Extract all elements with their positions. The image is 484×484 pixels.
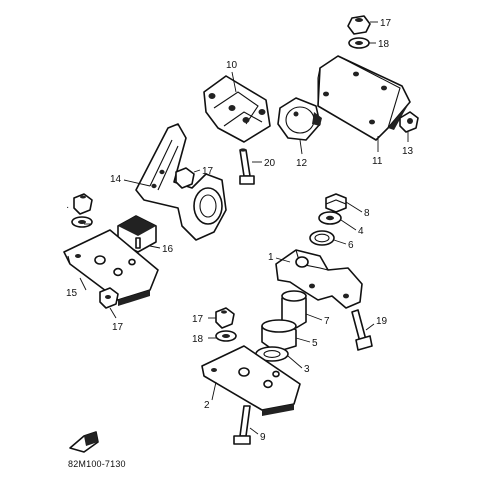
part-6-washer [309, 230, 335, 246]
part-18-washer-top [348, 37, 370, 49]
part-5-bushing [261, 319, 297, 353]
part-9-bolt [233, 405, 251, 445]
front-direction-arrow-icon [69, 431, 99, 453]
part-4-washer [318, 211, 342, 225]
callout-8: 8 [364, 208, 370, 219]
part-12-damper [277, 97, 322, 141]
part-17-nut-upper-left [175, 167, 195, 189]
callout-15: 15 [66, 288, 78, 299]
part-14-bracket [135, 123, 227, 241]
callout-17-lower-left: 17 [112, 322, 124, 333]
callout-3: 3 [304, 364, 310, 375]
callout-17-top: 17 [380, 18, 392, 29]
part-18-washer-center [215, 330, 237, 342]
part-19-bolt [351, 309, 373, 351]
callout-17-center: 17 [192, 314, 204, 325]
callout-18-top: 18 [378, 39, 390, 50]
part-16-rubber-mount [117, 215, 157, 253]
callout-1: 1 [268, 252, 274, 263]
part-17-nut-top [347, 15, 371, 35]
callout-2: 2 [204, 400, 210, 411]
callout-11: 11 [372, 156, 383, 167]
part-18-washer-left [71, 216, 93, 228]
callout-9: 9 [260, 432, 266, 443]
part-10-bracket [203, 75, 271, 143]
callout-6: 6 [348, 240, 354, 251]
part-17-nut-center [215, 307, 235, 329]
callout-14: 14 [110, 174, 122, 185]
callout-4: 4 [358, 226, 364, 237]
callout-labels: 10 17 18 11 13 12 20 14 17 · 16 15 17 8 … [66, 18, 414, 443]
part-11-cover [317, 55, 411, 141]
part-17-nut-lower-left [99, 287, 119, 309]
callout-16: 16 [162, 244, 174, 255]
part-17-nut-left [73, 193, 93, 215]
part-7-collar [281, 290, 307, 329]
diagram-code: 82M100-7130 [68, 459, 126, 469]
part-2-plate [201, 345, 301, 416]
callout-12: 12 [296, 158, 308, 169]
part-13-nut [399, 111, 419, 133]
callout-5: 5 [312, 338, 318, 349]
callout-19: 19 [376, 316, 388, 327]
part-15-plate [63, 229, 159, 306]
part-20-bolt [239, 148, 255, 185]
callout-10: 10 [226, 60, 238, 71]
callout-13: 13 [402, 146, 414, 157]
part-8-nut [325, 193, 347, 213]
callout-dot: · [66, 202, 69, 213]
callout-20: 20 [264, 158, 276, 169]
callout-18-center: 18 [192, 334, 204, 345]
leader-lines [79, 21, 409, 435]
callout-17-upper-left: 17 [202, 166, 214, 177]
part-1-bracket [275, 249, 363, 309]
callout-7: 7 [324, 316, 330, 327]
